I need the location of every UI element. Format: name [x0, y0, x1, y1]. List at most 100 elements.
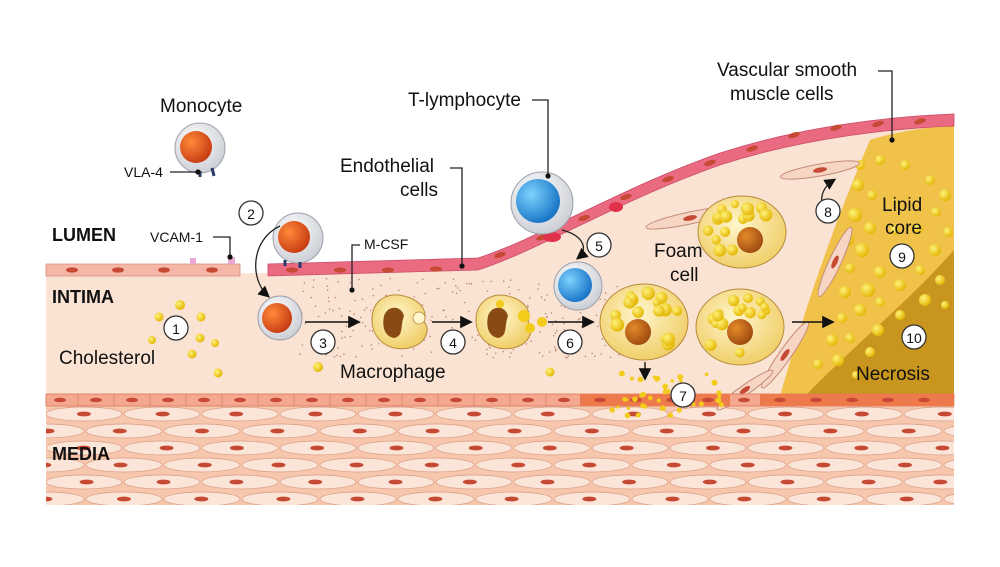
macrophage-2 [475, 294, 547, 350]
monocyte-adhering [272, 212, 324, 268]
media-muscle-cell [825, 440, 903, 456]
step-5: 5 [586, 232, 612, 258]
media-muscle-cell [241, 423, 319, 439]
media-muscle-cell [46, 406, 123, 422]
foam-cell-upper [697, 195, 787, 269]
media-muscle-cell [201, 406, 279, 422]
foam-cells [599, 195, 787, 366]
endothelium-right [267, 113, 955, 277]
media-muscle-cell [553, 491, 631, 505]
media-muscle-cell [46, 440, 123, 456]
intima-label: INTIMA [52, 287, 114, 307]
svg-text:6: 6 [566, 335, 574, 351]
lumen-label: LUMEN [52, 225, 116, 245]
cholesterol-droplets [148, 300, 555, 378]
step-6: 6 [557, 329, 583, 355]
media-muscle-cell [747, 474, 825, 490]
media-muscle-cell [709, 457, 787, 473]
step-7: 7 [670, 382, 696, 408]
media-muscle-cell [787, 491, 865, 505]
media-muscle-cell [865, 457, 943, 473]
media-muscle-cell [631, 457, 709, 473]
macrophage-1 [371, 294, 428, 350]
lipid-core-label-1: Lipid [882, 195, 922, 216]
media-muscle-cell [709, 491, 787, 505]
smooth-muscle-cells [46, 406, 954, 505]
media-muscle-cell [397, 457, 475, 473]
media-muscle-cell [865, 423, 943, 439]
media-muscle-cell [163, 423, 241, 439]
media-muscle-cell [201, 440, 279, 456]
media-muscle-cell [825, 474, 903, 490]
step-10: 10 [901, 324, 927, 350]
media-muscle-cell [357, 440, 435, 456]
svg-text:5: 5 [595, 238, 603, 254]
media-muscle-cell [319, 423, 397, 439]
foam-cell-label-1: Foam [654, 241, 703, 262]
media-muscle-cell [631, 423, 709, 439]
media-muscle-cell [46, 474, 123, 490]
media-muscle-cell [357, 406, 435, 422]
t-lymphocyte-intima [553, 261, 603, 311]
step-3: 3 [310, 329, 336, 355]
svg-text:7: 7 [679, 388, 687, 404]
media-muscle-cell [85, 491, 163, 505]
media-muscle-cell [475, 423, 553, 439]
media-muscle-cell [46, 491, 85, 505]
migrating-smooth-muscle-cells [645, 160, 860, 411]
media-muscle-cell [709, 423, 787, 439]
media-muscle-cell [747, 440, 825, 456]
labels: LUMEN INTIMA MEDIA Monocyte VLA-4 VCAM-1… [52, 60, 930, 464]
media-muscle-cell [553, 423, 631, 439]
svg-text:1: 1 [172, 321, 180, 337]
step-9: 9 [889, 243, 915, 269]
media-muscle-cell [279, 440, 357, 456]
mcsf-label: M-CSF [364, 236, 408, 252]
media-muscle-cell [163, 491, 241, 505]
media-muscle-cell [903, 440, 954, 456]
endothelial-label-2: cells [400, 180, 438, 201]
step-4: 4 [440, 329, 466, 355]
endothelium [45, 113, 955, 277]
media-muscle-cell [123, 440, 201, 456]
lipid-droplets [813, 155, 953, 379]
media-muscle-cell [357, 474, 435, 490]
media-muscle-cell [747, 406, 825, 422]
media-muscle-cell [669, 406, 747, 422]
monocyte-circulating [174, 122, 226, 177]
media-muscle-cell [163, 457, 241, 473]
step-markers: 1 2 3 4 5 6 7 8 9 10 [163, 198, 927, 408]
macrophage-label: Macrophage [340, 362, 446, 383]
endothelial-label-1: Endothelial [340, 156, 434, 177]
media-muscle-cell [943, 425, 954, 437]
media-muscle-cell [279, 474, 357, 490]
media-muscle-cell [397, 423, 475, 439]
media-muscle-cell [241, 457, 319, 473]
media-muscle-cell [241, 491, 319, 505]
media-muscle-cell [591, 406, 669, 422]
media-muscle-cell [591, 440, 669, 456]
media-muscle-cell [279, 406, 357, 422]
media-muscle-cell [513, 440, 591, 456]
media-muscle-cell [319, 491, 397, 505]
media-muscle-cell [397, 491, 475, 505]
step-8: 8 [815, 198, 841, 224]
vcam1-label: VCAM-1 [150, 229, 203, 245]
leader-lines [170, 70, 895, 293]
svg-text:2: 2 [247, 206, 255, 222]
t-lymphocyte-lumen [510, 171, 574, 235]
media-muscle-cell [475, 457, 553, 473]
media-muscle-cell [903, 474, 954, 490]
vla4-label: VLA-4 [124, 164, 163, 180]
media-muscle-cell [787, 423, 865, 439]
media-muscle-cell [435, 474, 513, 490]
media-muscle-cell [435, 406, 513, 422]
media-muscle-cell [903, 406, 954, 422]
monocyte-label: Monocyte [160, 96, 242, 117]
svg-text:8: 8 [824, 204, 832, 220]
internal-elastic-lamina [45, 393, 955, 407]
media-muscle-cell [943, 459, 954, 471]
svg-text:10: 10 [906, 330, 922, 346]
